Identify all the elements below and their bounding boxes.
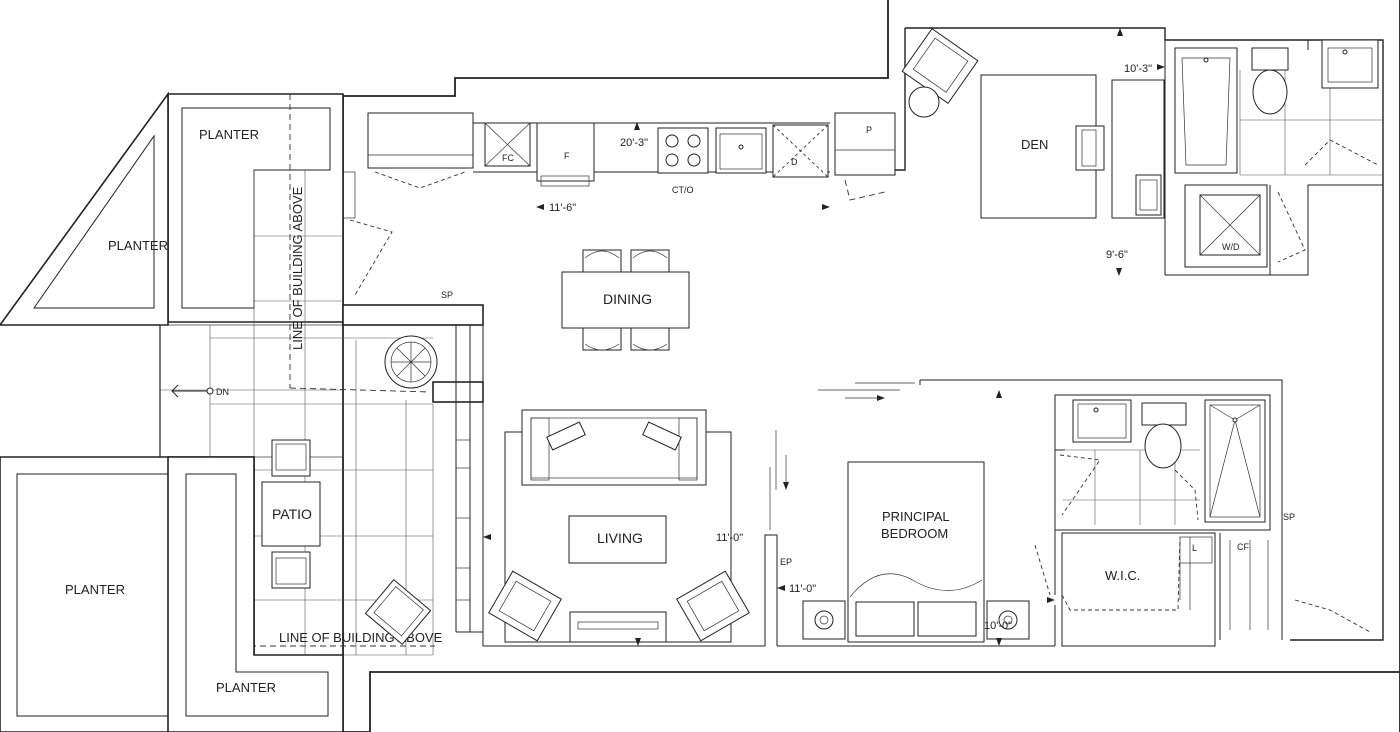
planter-bottom-area: PLANTER	[167, 456, 344, 732]
pantry-label: P	[866, 125, 872, 135]
planter-left-area: PLANTER	[0, 91, 169, 326]
wic-label: W.I.C.	[1105, 568, 1140, 583]
walk-in-closet: L W.I.C. CF	[1034, 536, 1383, 641]
planter-top-area: PLANTER	[167, 93, 344, 323]
bath1: W/D	[1174, 39, 1379, 268]
down-marker: DN	[171, 384, 229, 398]
line-of-building-vertical-label: LINE OF BUILDING ABOVE	[290, 186, 305, 350]
dn-label: DN	[216, 387, 229, 397]
bath2-sink	[1072, 399, 1132, 443]
dining: DINING	[561, 249, 690, 351]
kitchen-length-dim: 11'-6"	[549, 202, 576, 214]
living: LIVING 11'-0" EP	[483, 409, 792, 646]
kitchen: FC F CT/O D P SP	[342, 112, 896, 300]
principal-bedroom: PRINCIPAL BEDROOM 11'-0" 10'-0"	[777, 382, 1030, 646]
planter-bottom-left-label: PLANTER	[65, 582, 125, 597]
fridge	[536, 122, 595, 182]
den-length-dim: 9'-6"	[1106, 249, 1128, 261]
den-label: DEN	[1021, 137, 1048, 152]
sp-right-label: SP	[1283, 512, 1295, 522]
bath2-toilet	[1144, 423, 1182, 469]
den-width-dim: 10'-3"	[1124, 63, 1152, 75]
exhaust-fan-icon	[384, 335, 438, 389]
kitchen-dimensions: 20'-3" 11'-6"	[536, 122, 830, 214]
kitchen-width-dim: 20'-3"	[620, 137, 648, 149]
bath2: SP	[1059, 399, 1295, 523]
sink	[715, 127, 767, 174]
patio-furniture: PATIO	[261, 439, 432, 645]
interior-walls	[342, 40, 1383, 647]
line-of-building-horizontal-label: LINE OF BUILDING ABOVE	[279, 630, 443, 645]
living-width-dim: 11'-0"	[716, 532, 743, 544]
nightstand-left	[802, 600, 846, 640]
living-label: LIVING	[597, 530, 643, 546]
sofa	[521, 409, 707, 486]
patio-label: PATIO	[272, 506, 312, 522]
bedroom-label-line1: PRINCIPAL	[882, 509, 950, 524]
cooktop	[657, 127, 709, 174]
bedroom-label-line2: BEDROOM	[881, 526, 948, 541]
tv-unit	[569, 611, 667, 643]
linen-label: L	[1192, 543, 1197, 553]
toilet	[1252, 69, 1288, 115]
bedroom-length-dim: 10'-0"	[984, 620, 1012, 632]
bedroom-width-dim: 11'-0"	[789, 583, 816, 595]
bath2-floor	[1063, 449, 1200, 525]
pantry	[834, 112, 896, 176]
fridge-label: F	[564, 151, 570, 161]
planter-bottom-label: PLANTER	[216, 680, 276, 695]
dining-table	[561, 271, 690, 329]
ep-label: EP	[780, 557, 792, 567]
planter-top-label: PLANTER	[199, 127, 259, 142]
sp-top-label: SP	[441, 290, 453, 300]
fc-label: FC	[502, 153, 514, 163]
cooktop-label: CT/O	[672, 185, 694, 195]
planter-left-label: PLANTER	[108, 238, 168, 253]
bath1-floor	[1239, 70, 1383, 176]
wd-label: W/D	[1222, 242, 1240, 252]
coffee-table	[568, 515, 667, 564]
den: DEN 10'-3" 9'-6"	[901, 27, 1165, 276]
dishwasher-label: D	[791, 157, 798, 167]
cf-label: CF	[1237, 542, 1249, 552]
dining-label: DINING	[603, 291, 652, 307]
bath1-sink	[1321, 39, 1379, 89]
